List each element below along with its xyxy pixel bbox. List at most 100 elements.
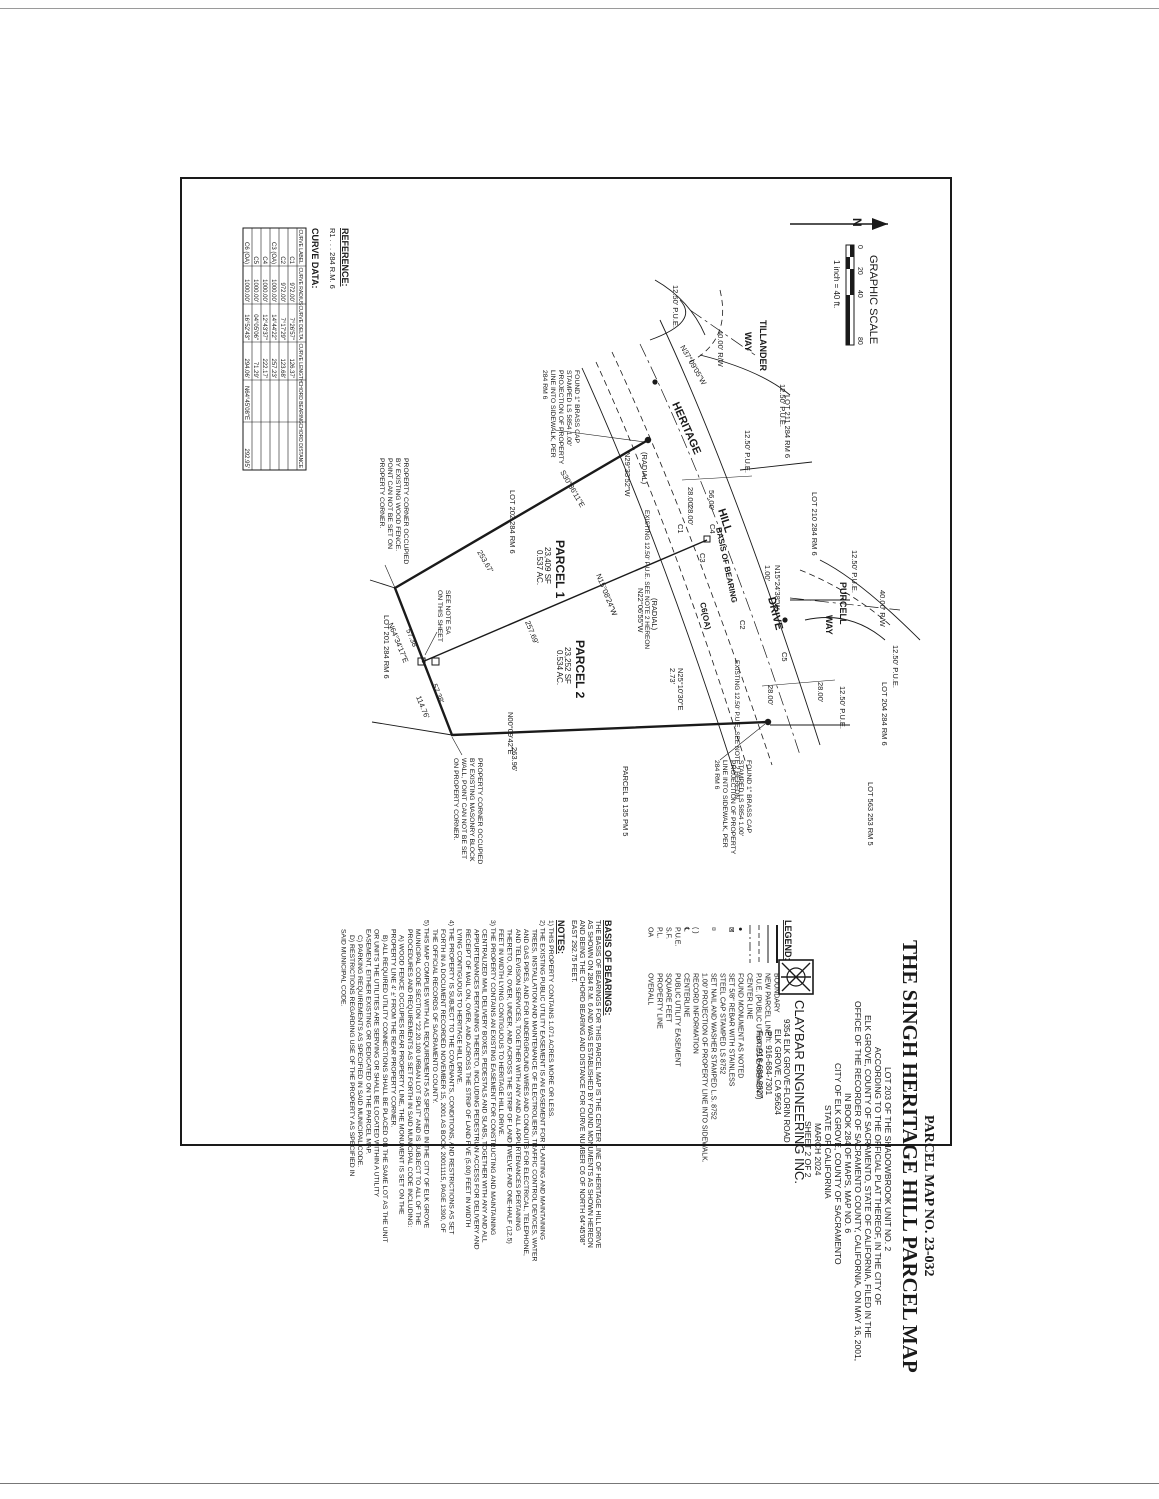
curve-table-cell: 1000.00' [252,279,258,302]
curve-table-cell: 972.00' [288,283,294,303]
note-line: LYING CONTIGUOUS TO HERITAGE HILL DRIVE. [456,929,463,1085]
callout-line: LINE INTO SIDEWALK, PER [721,760,728,848]
legend-label: P.U.E. (PUBLIC UTILITIES EASEMENT) [755,973,762,1099]
note-line: MUNICIPAL CODE SECTION "22.20.100 URBAN … [414,929,421,1226]
curve-table-cell: 126.37' [288,359,294,379]
basis-line: EAST 292.75 FEET. [570,920,577,983]
new-parcel-line [421,539,708,663]
callout-line: FOUND 1" BRASS CAP [573,370,580,444]
note-line: C) PARKING REQUIREMENTS AS SPECIFIED IN … [356,935,363,1167]
parcel-2-area-ac: 0.534 AC. [555,650,564,685]
curve-table-frame [242,227,307,471]
legend-label: STEEL CAP STAMPED LS 8752 [719,973,726,1075]
legend-symbol: ● [737,927,744,931]
dim-row-56: 56.00' [707,490,716,511]
title-block: PARCEL MAP NO. 23-032 THE SINGH HERITAGE… [340,920,937,1373]
map-description: LOT 203 OF THE SHADOWBROOK UNIT NO. 2 AC… [803,1001,893,1361]
description-line: IN BOOK 284 OF MAPS, MAP NO. 6 [843,1093,853,1233]
set-rebar-monument [417,657,426,666]
callout-line: 284 RM 6 [541,370,548,400]
curve-table-cell: 71.29' [252,362,258,378]
scale-ratio: 1 inch = 40 ft. [832,260,841,308]
callout-line: LINE INTO SIDEWALK, PER [549,370,556,458]
dim-row-28a: 28.00' [686,487,695,508]
length-rear-seg2: 57.38' [430,682,446,705]
description-line: STATE OF CALIFORNIA [823,1105,833,1199]
callout-note-5a: SEE NOTE 5A ON THIS SHEET [436,590,451,642]
east-line-extension [371,721,453,736]
radial-tag: (RADIAL) [640,452,649,485]
found-monument [782,617,788,623]
legend-label: RECORD INFORMATION [692,973,699,1054]
legend-label: PROPERTY LINE [656,973,663,1029]
legend-label: OVERALL [647,973,654,1005]
parcel-1-label: PARCEL 1 [553,540,567,599]
curve-table-cell: C5 [252,256,258,264]
callout-line: PROPERTY CORNER OCCUPIED [476,758,483,864]
description-line: ELK GROVE, COUNTY OF SACRAMENTO, STATE O… [863,1015,873,1339]
legend-label: SET 5/8" REBAR WITH STAINLESS [728,973,735,1087]
heritage-hill-row-north [611,351,773,766]
curve-label-c3: C3 [698,553,707,563]
note-line: SAID MUNICIPAL CODE. [340,929,347,1007]
reference: REFERENCE: R1 . . . 284 R.M. 6 [328,228,350,289]
basis-line: AND BEING THE CHORD BEARING AND DISTANCE… [578,920,586,1246]
note-line: 4) THE PROPERTY IS SUBJECT TO THE COVENA… [447,920,454,1234]
dim-rw-2: 40.00' R/W [878,590,887,628]
description-line: ACCORDING TO THE OFFICIAL PLAT THEREOF, … [873,1047,883,1305]
legend-label: FOUND MONUMENT AS NOTED [737,973,744,1078]
dim-row-28c: 28.00' [766,685,775,706]
engineer-fax: Fax: 916-684-2827 [755,1031,764,1099]
map-title: THE SINGH HERITAGE HILL PARCEL MAP [898,940,922,1373]
legend-label: PUBLIC UTILITY EASEMENT [674,973,681,1067]
rear-line-extension [369,579,396,589]
curve-table-cell: 292.95' [243,449,249,469]
callout-line: POINT CAN NOT BE SET ON [386,458,393,549]
note-line: THERETO, ON, OVER, UNDER, AND ACROSS THE… [506,929,513,1244]
curve-table-cell: 16°52'43" [243,314,249,340]
curve-table-cell: 14°44'22" [270,314,276,340]
lot-211-label: LOT 211 284 RM 6 [783,395,792,458]
reference-heading: REFERENCE: [340,228,350,287]
curve-table-header: CURVE LENGTH [297,344,303,383]
callout-found-cap-1: FOUND 1" BRASS CAP STAMPED LS 5854 1.00'… [541,370,580,465]
lot-202-label: LOT 202 284 RM 6 [508,490,517,554]
legend-label: BOUNDARY [773,973,780,1013]
note-line: CENTRALIZED MAIL DELIVERY BOXES, PEDESTA… [481,929,488,1243]
heritage-hill-curb-north [659,319,821,746]
leader-corner-wood [384,564,396,589]
note-line: RECEIPT OF MAIL ON, OVER, AND ACROSS THE… [464,929,471,1227]
curve-table-header: CURVE LABEL [297,230,303,265]
lot-line-211-210 [739,461,813,471]
engineer-name: CLAYBAR ENGINEERING INC. [792,1000,807,1184]
engineer-city: ELK GROVE, CA 95624 [773,1029,782,1115]
notes-heading: NOTES: [556,920,566,954]
description-line: MARCH 2024 [813,1123,823,1176]
length-split-line: 257.69' [523,619,541,645]
street-label-tillander-way: WAY [743,332,753,352]
basis-of-bearings: BASIS OF BEARINGS: THE BASIS OF BEARINGS… [570,920,613,1249]
tillander-way-edge-west [649,299,687,341]
reference-line: R1 . . . 284 R.M. 6 [328,228,337,289]
curve-table-cell: 7°17'29" [279,318,285,340]
curve-table-cell: 04°05'06" [252,314,258,340]
bearing-radial-2: N22°06'55"W [636,588,645,634]
note-line: FORTH IN A DOCUMENT RECORDED NOVEMBER 15… [439,929,446,1233]
curve-table-cell: 972.00' [279,283,285,303]
note-line: APPURTENANCES PERTAINING THERETO, INCLUD… [472,929,479,1250]
legend-symbol: ( ) [692,927,699,934]
map-number: PARCEL MAP NO. 23-032 [921,1115,936,1277]
curve-table-header: CHORD DISTANCE [297,424,303,469]
scale-tick: 40 [856,290,863,298]
leader-found-cap-1 [554,429,646,443]
dim-pue-2: 12.50' P.U.E. [778,384,787,427]
note-line: D) RESTRICTIONS REGARDING USE OF THE PRO… [348,935,355,1176]
legend-label: CENTERLINE [683,973,690,1018]
curve-table-cell: 222.17' [261,359,267,379]
note-line: AND GAS PIPES, AND FOR UNDERGROUND WIRES… [522,929,529,1256]
sheet-frame [180,177,952,1146]
curve-table-cell: C6 (OA) [243,242,249,264]
callout-line: PROPERTY CORNER. [378,458,385,528]
notes: NOTES: 1) THIS PROPERTY CONTAINS 1.071 A… [340,920,567,1262]
